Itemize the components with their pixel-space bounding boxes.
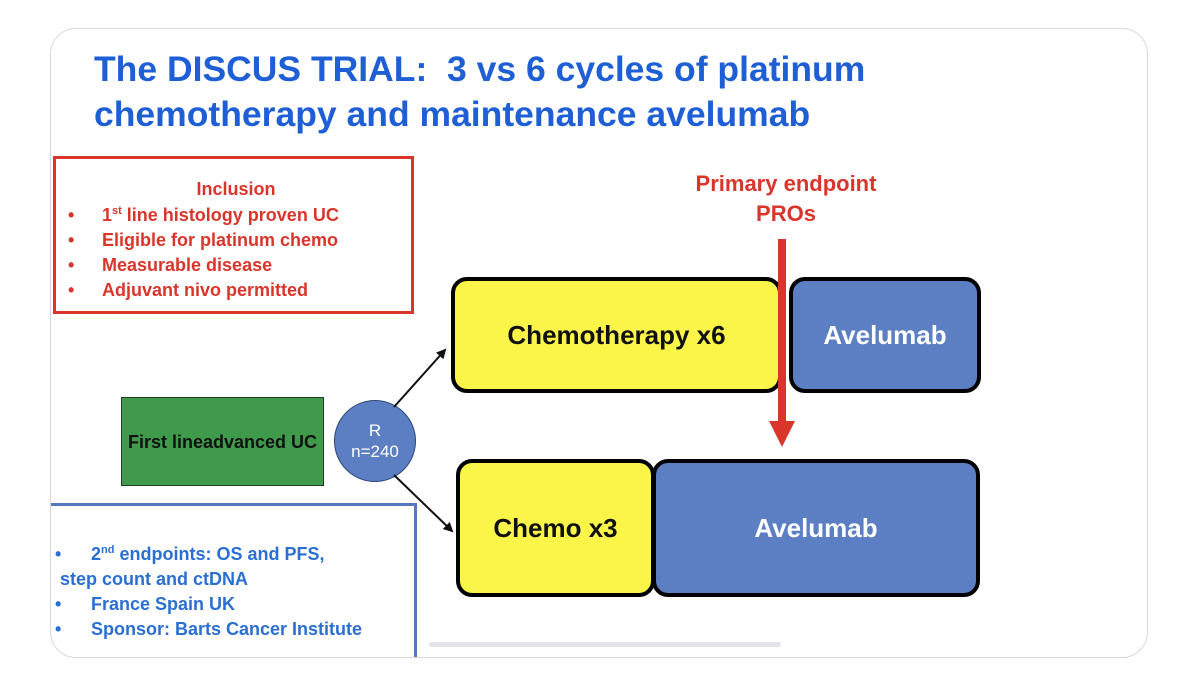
- population-line-2: advanced UC: [202, 431, 318, 452]
- title-line-2: chemotherapy and maintenance avelumab: [94, 94, 811, 134]
- arrow-to-arm-a: [393, 348, 447, 408]
- slide-card: The DISCUS TRIAL: 3 vs 6 cycles of plati…: [50, 28, 1148, 658]
- secondary-item-continued: step count and ctDNA: [60, 569, 249, 589]
- arm-b-avelumab-box: Avelumab: [652, 459, 980, 597]
- inclusion-item: •Eligible for platinum chemo: [68, 228, 339, 253]
- bullet-icon: •: [55, 619, 62, 639]
- bullet-icon: •: [55, 594, 62, 614]
- arm-b-chemo-box: Chemo x3: [456, 459, 655, 597]
- title-line-1: The DISCUS TRIAL: 3 vs 6 cycles of plati…: [94, 49, 866, 89]
- horizontal-scrollbar[interactable]: [429, 642, 781, 647]
- bullet-icon: •: [68, 205, 75, 225]
- sample-size: n=240: [351, 442, 399, 461]
- primary-endpoint-label: Primary endpoint PROs: [651, 169, 921, 229]
- inclusion-item: •Measurable disease: [68, 253, 339, 278]
- secondary-item: •Sponsor: Barts Cancer Institute: [55, 617, 415, 642]
- arm-a-avelumab-box: Avelumab: [789, 277, 981, 393]
- randomisation-label: R: [368, 421, 382, 440]
- secondary-item: •France Spain UK: [55, 592, 415, 617]
- inclusion-item: •Adjuvant nivo permitted: [68, 278, 339, 303]
- primary-endpoint-line-2: PROs: [756, 201, 816, 226]
- secondary-endpoints-box: •2nd endpoints: OS and PFS, step count a…: [51, 503, 417, 657]
- inclusion-criteria-box: Inclusion •1st line histology proven UC …: [53, 156, 414, 314]
- bullet-icon: •: [68, 230, 75, 250]
- primary-endpoint-line-1: Primary endpoint: [695, 171, 877, 196]
- slide-title: The DISCUS TRIAL: 3 vs 6 cycles of plati…: [94, 47, 1094, 137]
- population-line-1: First line: [127, 431, 203, 452]
- randomisation-node: R n=240: [334, 400, 416, 482]
- bullet-icon: •: [68, 280, 75, 300]
- bullet-icon: •: [55, 544, 62, 564]
- bullet-icon: •: [68, 255, 75, 275]
- inclusion-list: •1st line histology proven UC •Eligible …: [68, 203, 339, 303]
- inclusion-heading: Inclusion: [196, 179, 276, 199]
- arm-a-chemo-box: Chemotherapy x6: [451, 277, 782, 393]
- secondary-item: •2nd endpoints: OS and PFS,: [55, 542, 415, 567]
- population-box: First line advanced UC: [121, 397, 324, 486]
- inclusion-item: •1st line histology proven UC: [68, 203, 339, 228]
